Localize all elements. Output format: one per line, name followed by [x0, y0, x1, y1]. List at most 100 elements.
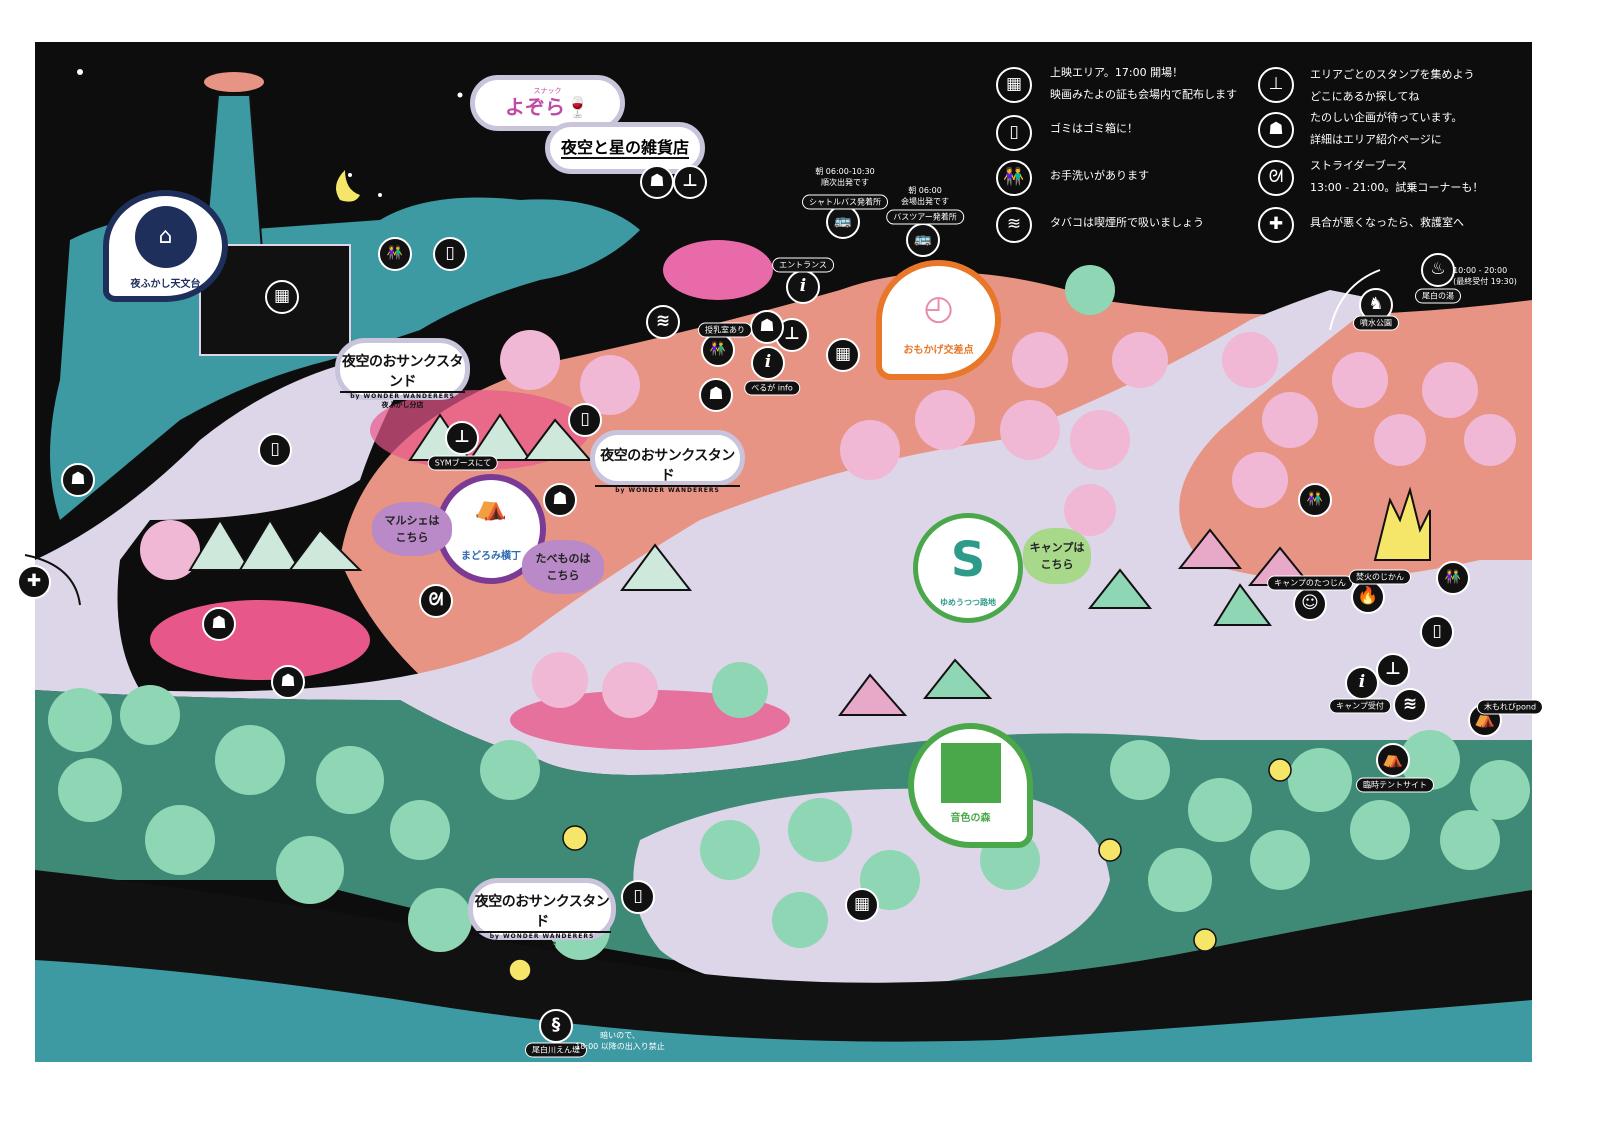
legend-text-event: たのしい企画が待っています。詳細はエリア紹介ページに	[1310, 111, 1463, 146]
clock-logo-icon: ◴	[923, 288, 954, 328]
winding-path-logo-icon: S	[950, 532, 986, 588]
omokage-name: おもかげ交差点	[903, 345, 974, 356]
trash-icon[interactable]: ▯	[1420, 615, 1454, 649]
snack-name: よぞら🍷	[505, 95, 590, 119]
film-icon[interactable]: ▦	[826, 338, 860, 372]
temp-tent-label: 臨時テントサイト	[1356, 777, 1434, 793]
snack-yozora-sign[interactable]: スナック よぞら🍷	[470, 75, 625, 131]
legend-text-smoking: タバコは喫煙所で吸いましょう	[1050, 216, 1204, 229]
first-aid-icon[interactable]: ✚	[17, 565, 51, 599]
smoking-icon[interactable]: ≋	[1393, 688, 1427, 722]
legend-text-trash: ゴミはゴミ箱に！	[1050, 122, 1138, 135]
beruga-info-label: べるが info	[744, 380, 800, 396]
event-icon[interactable]: ☗	[640, 165, 674, 199]
restroom-icon[interactable]: 👫	[1298, 483, 1332, 517]
trash-icon[interactable]: ▯	[258, 433, 292, 467]
madoromi-name: まどろみ横丁	[461, 551, 521, 562]
stand-logo: 夜空のおサンクスタンド	[340, 351, 465, 393]
legend-text-first-aid: 具合が悪くなったら、救護室へ	[1310, 216, 1464, 229]
event-icon: ☗	[1258, 112, 1294, 148]
tents	[922, 568, 1272, 699]
camp-master-label: キャンプのたつじん	[1267, 575, 1353, 591]
legend-text-stamp: エリアごとのスタンプを集めようどこにあるか探してね	[1310, 68, 1475, 103]
observatory-name: 夜ふかし天文台	[130, 279, 201, 290]
camp-reception-label: キャンプ受付	[1329, 698, 1391, 714]
bike-icon[interactable]: ᘛ	[419, 584, 453, 618]
camp-cloud: キャンプは こちら	[1023, 528, 1091, 584]
smoking-icon[interactable]: ≋	[646, 305, 680, 339]
legend-text-restroom: お手洗いがあります	[1050, 169, 1149, 182]
zakka-sign[interactable]: 夜空と星の雑貨店	[545, 122, 705, 174]
pond-label: 木もれびpond	[1476, 699, 1544, 715]
bustour-note: 朝 06:00 会場出発です	[901, 186, 949, 206]
first-aid-icon: ✚	[1258, 207, 1294, 243]
info-icon[interactable]: i	[786, 270, 820, 304]
bonfire	[1373, 486, 1431, 561]
restroom-icon[interactable]: 👫	[1436, 561, 1470, 595]
stand-by: by WONDER WANDERERS	[489, 933, 595, 940]
dam-note: 暗いので、 18:00 以降の出入り禁止	[575, 1031, 665, 1051]
stand-logo: 夜空のおサンクスタンド	[595, 445, 740, 487]
forest-logo-icon	[940, 743, 1001, 803]
trash-icon[interactable]: ▯	[433, 237, 467, 271]
observatory-area[interactable]: ⌂ 夜ふかし天文台	[103, 190, 228, 302]
legend-text-film: 上映エリア。17:00 開場！映画みたよの証も会場内で配布します	[1050, 66, 1237, 101]
event-icon[interactable]: ☗	[61, 463, 95, 497]
stand-by: by WONDER WANDERERS	[350, 393, 455, 400]
restroom-icon: 👫	[996, 160, 1032, 196]
smoking-icon: ≋	[996, 207, 1032, 243]
stamp-icon[interactable]: ⊥	[1376, 653, 1410, 687]
stamp-icon[interactable]: ⊥	[673, 165, 707, 199]
onsen-hours: 10:00 - 20:00 (最終受付 19:30)	[1453, 266, 1517, 286]
stamp-icon: ⊥	[1258, 67, 1294, 103]
pink-trees	[140, 330, 1516, 718]
river-dam-icon[interactable]: §	[539, 1009, 573, 1043]
snack-small-label: スナック	[533, 87, 562, 95]
restroom-icon[interactable]: 👫	[378, 237, 412, 271]
sym-label: SYMブースにて	[427, 455, 499, 471]
onsen-label: 尾白の湯	[1415, 288, 1461, 304]
wine-glass-icon: 🍷	[565, 95, 590, 119]
thanks-stand-yofukashi[interactable]: 夜空のおサンクスタンド by WONDER WANDERERS 夜ふかし分店	[335, 338, 470, 409]
market-tent-logo-icon: ⛺	[474, 492, 508, 522]
yume-area[interactable]: S ゆめうつつ路地	[913, 513, 1023, 623]
dam-label: 尾白川えん堤	[525, 1042, 587, 1058]
shuttle-label: シャトルバス発着所	[802, 194, 888, 210]
film-icon: ▦	[996, 67, 1032, 103]
observatory-logo-icon: ⌂	[134, 206, 197, 268]
event-icon[interactable]: ☗	[699, 378, 733, 412]
zakka-name: 夜空と星の雑貨店	[560, 138, 689, 159]
event-icon[interactable]: ☗	[202, 607, 236, 641]
trash-icon[interactable]: ▯	[568, 403, 602, 437]
thanks-stand-main[interactable]: 夜空のおサンクスタンド by WONDER WANDERERS	[590, 430, 745, 494]
event-icon[interactable]: ☗	[543, 483, 577, 517]
camp-master-icon[interactable]: ☺	[1293, 587, 1327, 621]
campfire-icon[interactable]: 🔥	[1351, 580, 1385, 614]
info-icon[interactable]: i	[751, 346, 785, 380]
tent-icon[interactable]: ⛺	[1376, 743, 1410, 777]
info-icon[interactable]: i	[1345, 666, 1379, 700]
stand-logo: 夜空のおサンクスタンド	[473, 891, 611, 933]
shuttle-note: 朝 06:00-10:30 順次出発です	[815, 167, 875, 187]
nursing-label: 授乳室あり	[698, 322, 752, 338]
bus-icon[interactable]: 🚌	[826, 205, 860, 239]
bus-icon[interactable]: 🚌	[906, 223, 940, 257]
market-tents	[188, 413, 693, 591]
neiro-area[interactable]: 音色の森	[908, 723, 1033, 848]
thanks-stand-neiro[interactable]: 夜空のおサンクスタンド by WONDER WANDERERS 音色分店	[468, 878, 616, 949]
river	[35, 870, 1532, 1042]
stand-branch: 夜ふかし分店	[381, 401, 424, 409]
stand-by: by WONDER WANDERERS	[615, 487, 720, 494]
hot-spring-icon[interactable]: ♨	[1421, 253, 1455, 287]
film-icon[interactable]: ▦	[265, 280, 299, 314]
stamp-icon[interactable]: ⊥	[445, 421, 479, 455]
bustour-label: バスツアー発着所	[886, 209, 964, 225]
event-icon[interactable]: ☗	[750, 310, 784, 344]
food-cloud: たべものは こちら	[522, 540, 604, 594]
omokage-area[interactable]: ◴ おもかげ交差点	[876, 260, 1001, 380]
restroom-icon[interactable]: 👫	[701, 333, 735, 367]
film-icon[interactable]: ▦	[845, 888, 879, 922]
event-icon[interactable]: ☗	[271, 665, 305, 699]
trash-icon[interactable]: ▯	[621, 880, 655, 914]
